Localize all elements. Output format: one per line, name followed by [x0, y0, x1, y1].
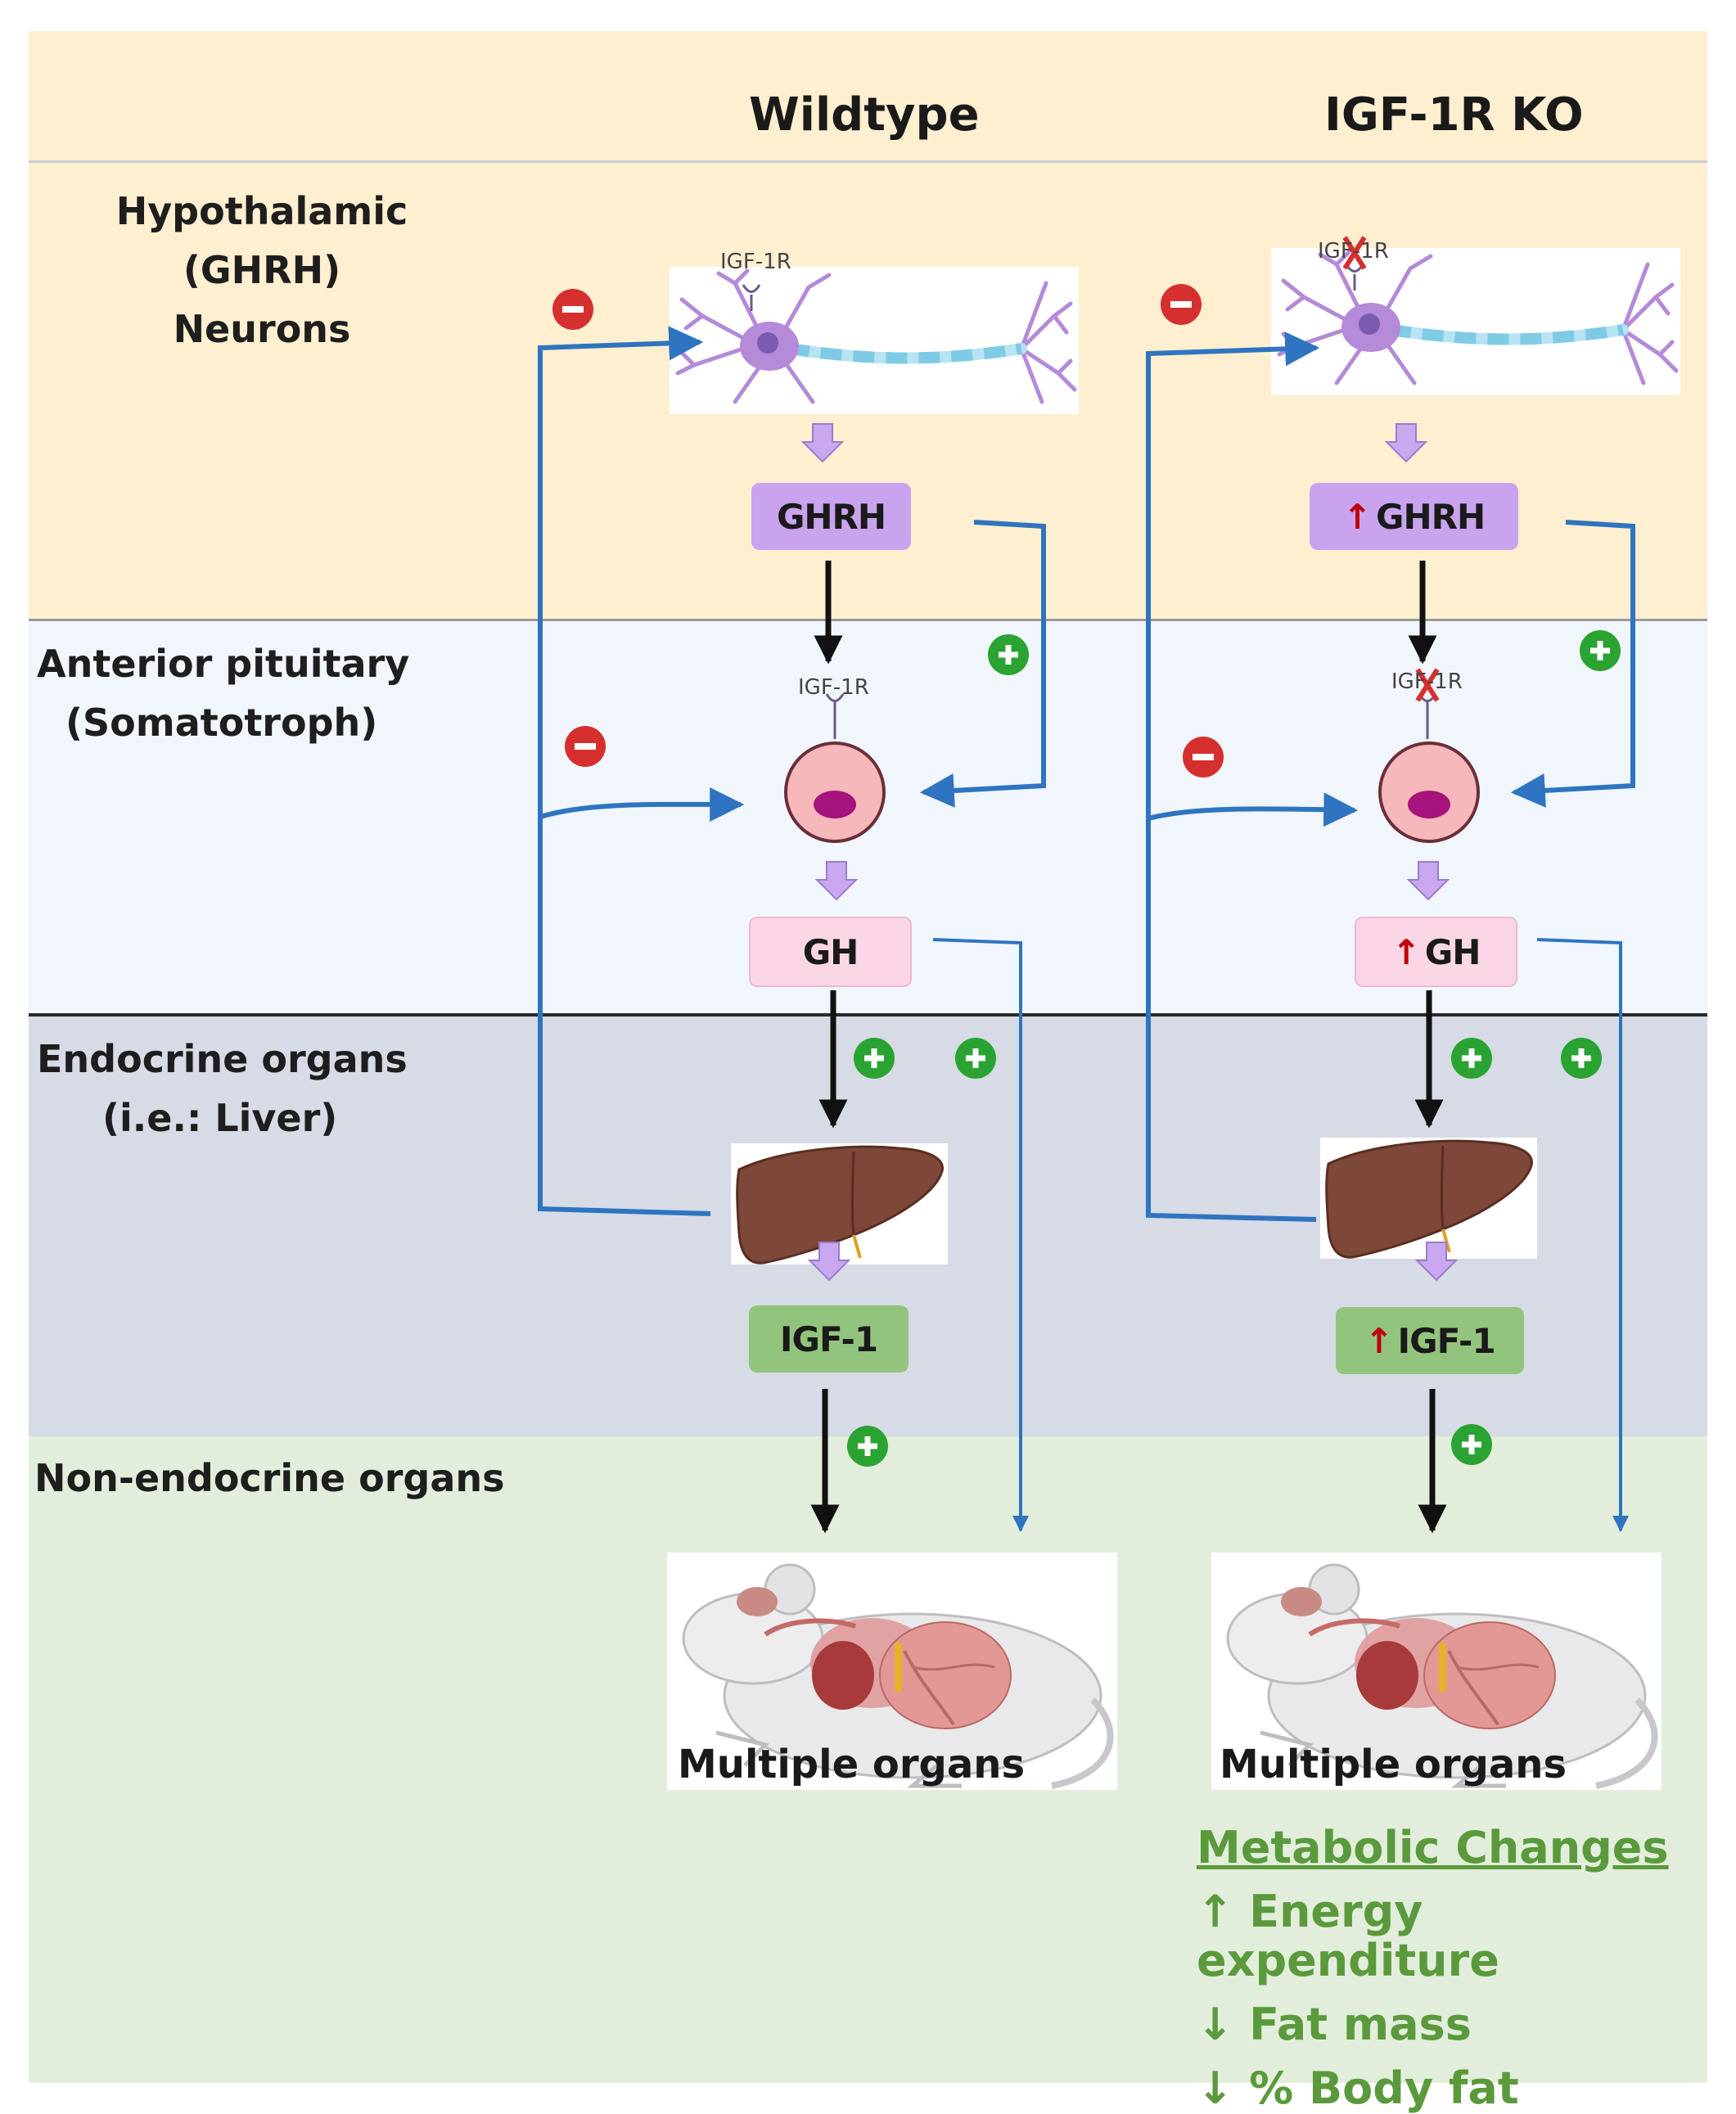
- row-label-pituitary-line1: Anterior pituitary: [37, 642, 410, 686]
- minus-icon-pituitary-knockout: [1183, 737, 1224, 778]
- metabolic-item-text: % Body fat: [1249, 2062, 1519, 2114]
- column-title-knockout: IGF-1R KO: [1324, 88, 1584, 142]
- plus-icon-gh-liver-wildtype: [854, 1038, 895, 1079]
- band-divider-2: [29, 1013, 1707, 1016]
- metabolic-item: ↓ Fat mass: [1197, 2000, 1736, 2049]
- metabolic-item-text: Energy expenditure: [1197, 1886, 1499, 1986]
- organs-label-knockout: Multiple organs: [1220, 1742, 1567, 1787]
- column-title-wildtype: Wildtype: [749, 88, 980, 142]
- band-divider-1: [29, 619, 1707, 621]
- plus-icon-ghrh-knockout: [1580, 630, 1621, 671]
- metabolic-item: ↑ Energy expenditure: [1197, 1887, 1736, 1986]
- row-label-endocrine: Endocrine organs (i.e.: Liver): [37, 1030, 495, 1147]
- row-label-nonendocrine: Non-endocrine organs: [34, 1449, 525, 1508]
- ghrh-label-knockout: GHRH: [1376, 496, 1486, 537]
- ghrh-increase-arrow-knockout: ↑: [1342, 496, 1372, 537]
- arrow-cell-to-gh-knockout: [1408, 861, 1449, 900]
- ghrh-box-wildtype: GHRH: [751, 483, 911, 550]
- somatotroph-cell-wildtype: [784, 741, 886, 843]
- arrow-neuron-to-ghrh-wildtype: [802, 423, 843, 462]
- receptor-label-neuron-wildtype: IGF-1R: [720, 250, 791, 274]
- minus-icon-neuron-wildtype: [552, 289, 593, 330]
- row-label-hypothalamic-line1: Hypothalamic (GHRH): [115, 189, 408, 292]
- organs-label-wildtype: Multiple organs: [678, 1742, 1026, 1787]
- metabolic-arrow-icon: ↓: [1197, 1999, 1234, 2050]
- gh-increase-arrow-knockout: ↑: [1391, 931, 1421, 972]
- feedback-igf1-to-pituitary-knockout: [1148, 792, 1359, 827]
- ghrh-stimulation-loop-wildtype: [919, 520, 1046, 808]
- neuron-wildtype: [670, 267, 1079, 414]
- receptor-pituitary-wildtype: [825, 693, 845, 739]
- plus-icon-igf1-knockout: [1451, 1424, 1492, 1465]
- row-label-endocrine-line1: Endocrine organs: [37, 1037, 408, 1081]
- row-label-endocrine-line2: (i.e.: Liver): [102, 1096, 338, 1140]
- ghrh-stimulation-loop-knockout: [1510, 520, 1635, 808]
- minus-icon-neuron-knockout: [1161, 284, 1202, 325]
- metabolic-changes: Metabolic Changes ↑ Energy expenditure ↓…: [1197, 1823, 1736, 2113]
- igf1-box-wildtype: IGF-1: [749, 1305, 909, 1373]
- receptor-label-neuron-knockout: IGF-1R: [1318, 239, 1389, 264]
- metabolic-item: ↓ % Body fat: [1197, 2064, 1736, 2113]
- minus-icon-pituitary-wildtype: [565, 726, 606, 767]
- metabolic-changes-title: Metabolic Changes: [1197, 1822, 1669, 1873]
- receptor-label-pituitary-wildtype: IGF-1R: [798, 675, 869, 700]
- neuron-knockout: [1271, 248, 1680, 395]
- igf1-box-knockout: ↑ IGF-1: [1336, 1307, 1524, 1374]
- gh-label-wildtype: GH: [802, 931, 859, 972]
- metabolic-arrow-icon: ↑: [1197, 1886, 1234, 1937]
- row-label-hypothalamic-line2: Neurons: [173, 307, 351, 351]
- gh-direct-path-wildtype: [932, 938, 1029, 1532]
- ghrh-box-knockout: ↑ GHRH: [1310, 483, 1518, 550]
- receptor-neuron-knockout-cross: [1342, 236, 1367, 270]
- igf1-increase-arrow-knockout: ↑: [1364, 1320, 1393, 1361]
- ghrh-label-wildtype: GHRH: [776, 496, 886, 537]
- row-label-hypothalamic: Hypothalamic (GHRH) Neurons: [33, 182, 491, 358]
- gh-box-knockout: ↑ GH: [1355, 917, 1517, 987]
- plus-icon-igf1-wildtype: [847, 1426, 888, 1467]
- arrow-neuron-to-ghrh-knockout: [1386, 423, 1427, 462]
- plus-icon-gh-direct-wildtype: [955, 1038, 996, 1079]
- liver-knockout: [1319, 1136, 1539, 1260]
- receptor-pituitary-knockout-cross: [1415, 668, 1440, 702]
- somatotroph-cell-knockout: [1378, 741, 1480, 843]
- plus-icon-gh-direct-knockout: [1561, 1038, 1602, 1079]
- plus-icon-gh-liver-knockout: [1451, 1038, 1492, 1079]
- feedback-igf1-loop-knockout: [1146, 331, 1320, 1222]
- feedback-igf1-to-pituitary-wildtype: [539, 787, 745, 822]
- gh-label-knockout: GH: [1424, 931, 1481, 972]
- receptor-label-pituitary-knockout: IGF-1R: [1391, 669, 1463, 694]
- receptor-neuron-wildtype: [742, 284, 761, 311]
- igf1-label-knockout: IGF-1: [1397, 1320, 1496, 1361]
- header-divider: [29, 160, 1707, 163]
- row-label-pituitary: Anterior pituitary (Somatotroph): [37, 634, 495, 752]
- arrow-cell-to-gh-wildtype: [816, 861, 857, 900]
- feedback-igf1-loop-wildtype: [538, 326, 711, 1216]
- metabolic-arrow-icon: ↓: [1197, 2062, 1234, 2114]
- gh-box-wildtype: GH: [749, 917, 912, 987]
- receptor-pituitary-knockout: [1418, 693, 1437, 739]
- gh-direct-path-knockout: [1536, 938, 1629, 1532]
- plus-icon-ghrh-wildtype: [988, 634, 1029, 675]
- metabolic-item-text: Fat mass: [1249, 1999, 1472, 2050]
- row-label-pituitary-line2: (Somatotroph): [65, 701, 378, 745]
- igf1-label-wildtype: IGF-1: [779, 1318, 878, 1359]
- row-label-nonendocrine-line1: Non-endocrine organs: [34, 1456, 505, 1500]
